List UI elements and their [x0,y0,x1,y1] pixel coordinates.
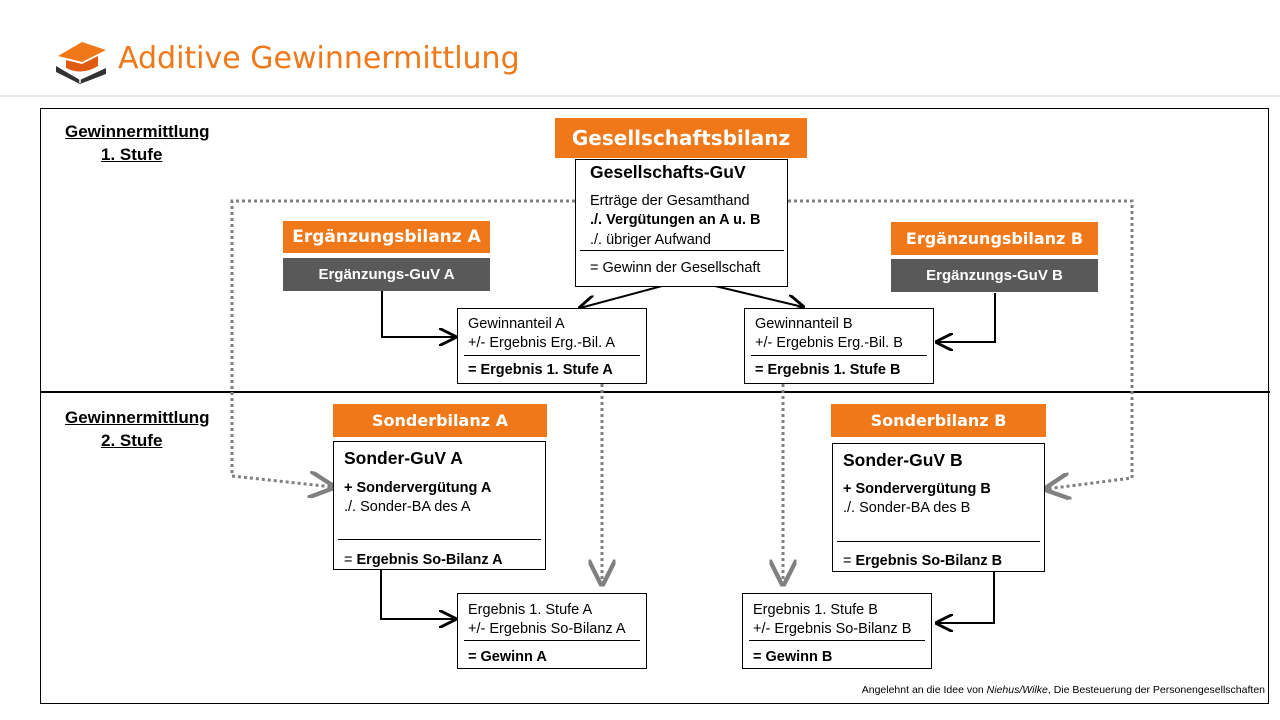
sonder-a-verguetung: + Sondervergütung A [344,480,492,496]
sonder-a-result: = Ergebnis So-Bilanz A [344,551,503,569]
gewinn-b-box: Ergebnis 1. Stufe B +/- Ergebnis So-Bila… [742,593,932,669]
sonder-b-rule [837,541,1040,542]
source-note-authors: Niehus/Wilke [986,684,1048,696]
arrow-sonder-b-to-gewinn-b [937,572,995,623]
ergaenzungs-guv-a-bar: Ergänzungs-GuV A [283,258,490,291]
sonder-guv-a-box: Sonder-GuV A + Sondervergütung A ./. Son… [333,441,546,570]
sonder-b-result-label: Ergebnis So-Bilanz B [855,553,1003,569]
stage1-label-line2: 1. Stufe [101,145,163,164]
dotted-arrow-verguetung-to-sonder-b [788,199,1134,489]
gewinn-a-box: Ergebnis 1. Stufe A +/- Ergebnis So-Bila… [457,593,647,669]
gewinn-a-rule [464,640,640,641]
stage2-label-line2: 2. Stufe [101,431,163,450]
sonder-b-result: = Ergebnis So-Bilanz B [843,552,1002,570]
arrow-gesellschaft-to-stufe1-a [580,285,663,308]
sonder-guv-a-title: Sonder-GuV A [344,448,463,468]
diagram-frame [40,108,1269,704]
stage1-label-line1: Gewinnermittlung [65,122,210,141]
ergaenzungsbilanz-a-header: Ergänzungsbilanz A [283,221,490,253]
ergaenzungsbilanz-b-header: Ergänzungsbilanz B [891,222,1098,255]
gesellschafts-guv-title: Gesellschafts-GuV [590,162,746,182]
sonder-guv-b-box: Sonder-GuV B + Sondervergütung B ./. Son… [832,443,1045,572]
stufe1-a-ergaenzung: +/- Ergebnis Erg.-Bil. A [468,335,616,351]
sonder-b-ba: ./. Sonder-BA des B [843,500,971,516]
stufe1-b-result: = Ergebnis 1. Stufe B [755,362,901,378]
source-note-prefix: Angelehnt an die Idee von [861,684,987,696]
gewinn-a-result: = Gewinn A [468,649,547,665]
stufe1-a-result: = Ergebnis 1. Stufe A [468,362,613,378]
gesellschaft-gewinn: = Gewinn der Gesellschaft [590,260,761,276]
gewinn-b-sonderbilanz: +/- Ergebnis So-Bilanz B [753,621,912,637]
arrow-gesellschaft-to-stufe1-b [714,285,803,307]
ergebnis-stufe1-b-box: Gewinnanteil B +/- Ergebnis Erg.-Bil. B … [744,308,934,384]
gewinn-a-stufe1: Ergebnis 1. Stufe A [468,602,593,618]
stage-divider [40,391,1270,393]
arrow-sonder-a-to-gewinn-a [380,570,455,619]
arrow-ergaenzung-a-to-stufe1-a [381,291,455,337]
graduation-book-logo-icon [56,42,106,84]
stufe1-a-gewinnanteil: Gewinnanteil A [468,316,565,332]
sonder-b-verguetung: + Sondervergütung B [843,481,991,497]
sonder-a-result-prefix: = [344,552,357,568]
stage2-label-line1: Gewinnermittlung [65,408,210,427]
source-note-suffix: , Die Besteuerung der Personengesellscha… [1047,684,1265,696]
ergebnis-stufe1-a-box: Gewinnanteil A +/- Ergebnis Erg.-Bil. A … [457,308,647,384]
gesellschaft-aufwand: ./. übriger Aufwand [590,232,711,248]
page-title: Additive Gewinnermittlung [118,41,520,76]
sonderbilanz-b-header: Sonderbilanz B [831,404,1046,437]
ergaenzungs-guv-b-bar: Ergänzungs-GuV B [891,259,1098,292]
sonder-a-result-label: Ergebnis So-Bilanz A [356,552,503,568]
sonder-a-rule [338,539,541,540]
gesellschaft-ertraege: Erträge der Gesamthand [590,193,750,209]
dotted-arrow-verguetung-to-sonder-a [230,199,575,487]
header-divider [0,95,1280,97]
stufe1-a-rule [464,355,640,356]
sonder-a-ba: ./. Sonder-BA des A [344,499,471,515]
gesellschaft-sum-rule [580,250,784,251]
stufe1-b-rule [751,355,927,356]
gesellschafts-guv-box: Gesellschafts-GuV Erträge der Gesamthand… [575,159,788,287]
arrow-ergaenzung-b-to-stufe1-b [937,293,996,342]
gewinn-a-sonderbilanz: +/- Ergebnis So-Bilanz A [468,621,626,637]
sonderbilanz-a-header: Sonderbilanz A [333,404,547,437]
gewinn-b-result: = Gewinn B [753,649,833,665]
gesellschaftsbilanz-header: Gesellschaftsbilanz [555,118,807,158]
gewinn-b-stufe1: Ergebnis 1. Stufe B [753,602,878,618]
source-note: Angelehnt an die Idee von Niehus/Wilke, … [862,684,1265,696]
gesellschaft-verguetungen: ./. Vergütungen an A u. B [590,212,761,228]
sonder-b-result-prefix: = [843,553,856,569]
gewinn-b-rule [749,640,925,641]
stufe1-b-ergaenzung: +/- Ergebnis Erg.-Bil. B [755,335,903,351]
stufe1-b-gewinnanteil: Gewinnanteil B [755,316,853,332]
sonder-guv-b-title: Sonder-GuV B [843,450,963,470]
